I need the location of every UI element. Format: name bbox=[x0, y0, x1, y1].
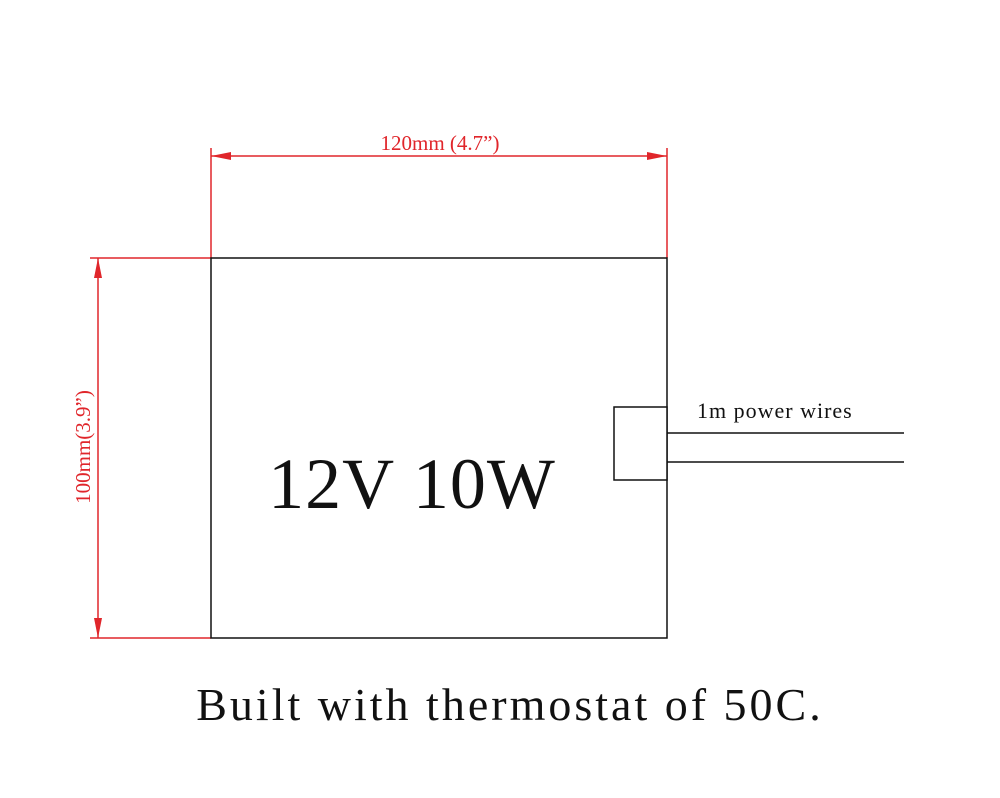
width-label: 120mm (4.7”) bbox=[381, 131, 500, 155]
width-arrow-right bbox=[647, 152, 667, 160]
height-dimension: 100mm(3.9”) bbox=[71, 257, 211, 639]
height-arrow-top bbox=[94, 258, 102, 278]
wire-connector-block bbox=[613, 406, 668, 481]
height-arrow-bottom bbox=[94, 618, 102, 638]
power-wires-label: 1m power wires bbox=[697, 398, 853, 423]
width-dimension: 120mm (4.7”) bbox=[210, 131, 668, 258]
height-label: 100mm(3.9”) bbox=[71, 390, 95, 504]
width-arrow-left bbox=[211, 152, 231, 160]
thermostat-caption: Built with thermostat of 50C. bbox=[196, 679, 823, 730]
heater-spec-label: 12V 10W bbox=[268, 444, 556, 524]
